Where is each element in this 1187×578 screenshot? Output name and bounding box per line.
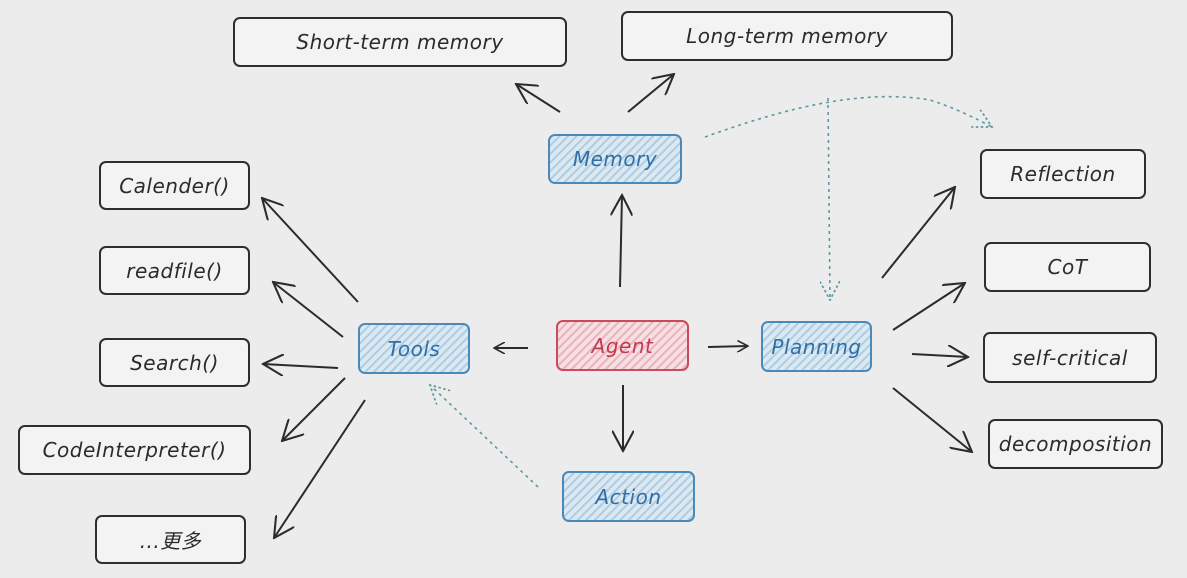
dotted-arrow-action-to-tools <box>430 385 539 488</box>
node-calender: Calender() <box>99 161 250 210</box>
arrow-planning-to-self-critical <box>911 354 968 357</box>
node-search: Search() <box>99 338 250 387</box>
node-planning: Planning <box>761 321 872 372</box>
node-long-term-memory: Long-term memory <box>621 11 953 61</box>
node-action: Action <box>562 471 695 522</box>
dotted-arrow-memory-to-reflection <box>704 95 992 137</box>
arrow-tools-to-calender <box>262 198 359 303</box>
node-agent: Agent <box>556 320 689 371</box>
node-tools: Tools <box>358 323 470 374</box>
node-memory: Memory <box>548 134 682 184</box>
node-more: ...更多 <box>95 515 246 564</box>
arrow-tools-to-search <box>263 364 339 368</box>
node-readfile: readfile() <box>99 246 250 295</box>
arrow-tools-to-readfile <box>273 282 344 338</box>
node-reflection: Reflection <box>980 149 1146 199</box>
arrow-memory-to-short-term <box>516 84 561 113</box>
node-self-critical: self-critical <box>983 332 1157 383</box>
arrow-agent-to-memory <box>620 195 622 288</box>
node-decomposition: decomposition <box>988 419 1163 469</box>
node-codeinterpreter: CodeInterpreter() <box>18 425 251 475</box>
node-cot: CoT <box>984 242 1151 292</box>
node-short-term-memory: Short-term memory <box>233 17 567 67</box>
arrow-planning-to-decomposition <box>892 387 972 452</box>
arrow-memory-to-long-term <box>627 74 674 113</box>
arrow-tools-to-more <box>274 399 366 538</box>
arrow-agent-to-planning <box>707 346 748 347</box>
arrow-planning-to-reflection <box>881 187 955 279</box>
dotted-arrow-to-planning <box>828 97 830 300</box>
arrow-planning-to-cot <box>892 283 965 331</box>
arrow-tools-to-codeinterpreter <box>282 377 346 441</box>
